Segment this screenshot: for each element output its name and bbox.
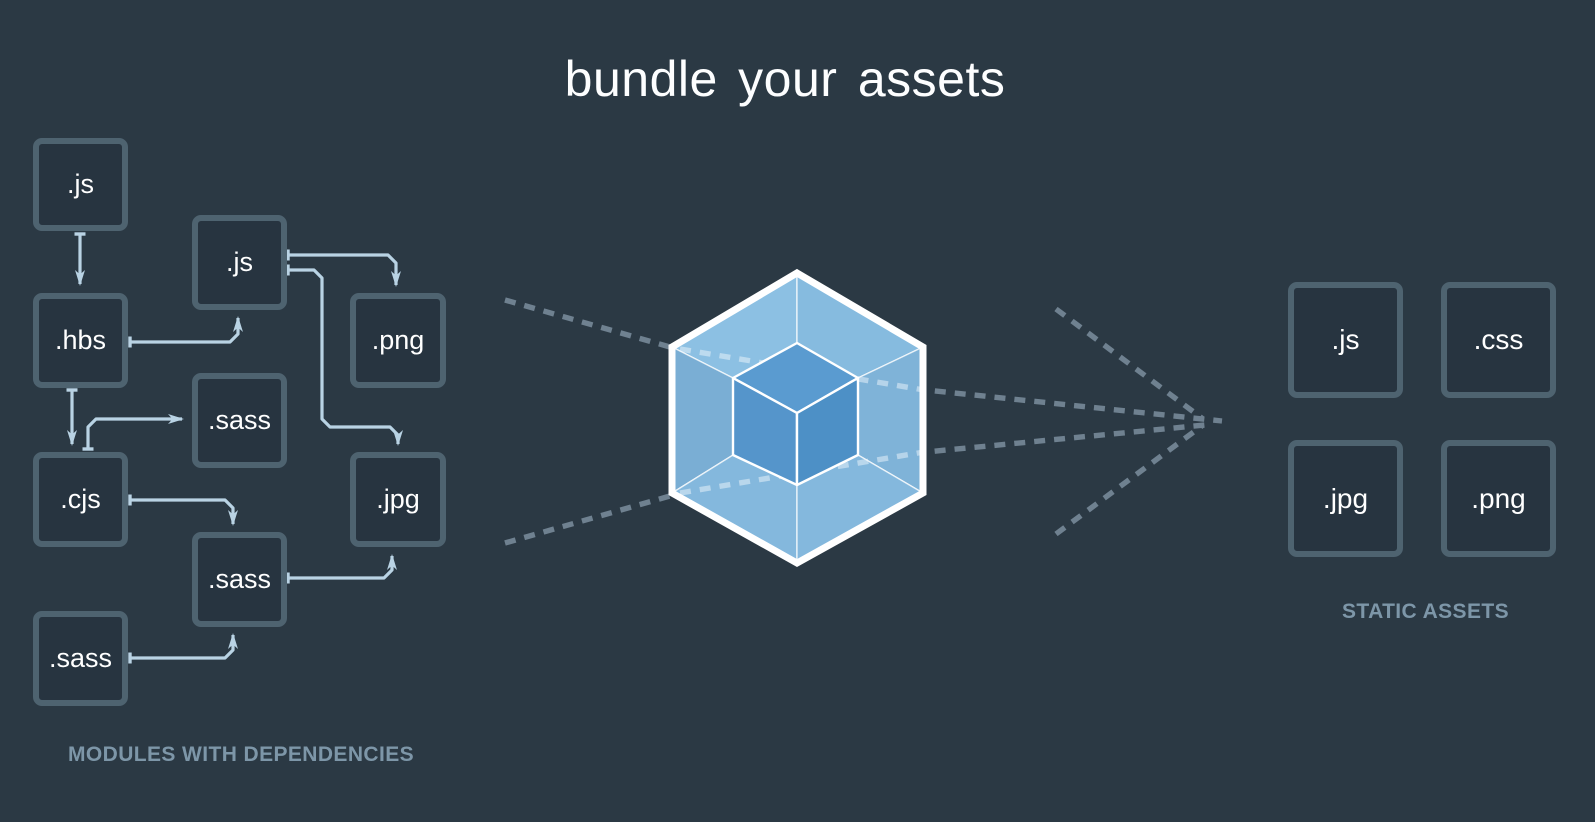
- module-box-png-out: .png: [1441, 440, 1556, 557]
- module-box-label: .sass: [207, 564, 272, 594]
- dependency-edges: [66, 232, 403, 664]
- edge-sass-2-to-jpg-left: [288, 554, 397, 580]
- edge-js-2-to-png-left: [288, 253, 401, 287]
- module-box-js-1: .js: [33, 138, 128, 231]
- module-box-jpg-out: .jpg: [1288, 440, 1403, 557]
- module-box-label: .js: [1331, 324, 1360, 355]
- module-box-sass-3: .sass: [33, 611, 128, 706]
- module-box-label: .jpg: [1322, 482, 1369, 514]
- module-box-label: .jpg: [376, 484, 420, 514]
- module-box-label: .hbs: [54, 325, 107, 355]
- module-box-label: .js: [67, 169, 94, 199]
- module-box-cjs: .cjs: [33, 452, 128, 547]
- module-box-label: .cjs: [60, 484, 101, 514]
- static-assets-caption: STATIC ASSETS: [1342, 600, 1509, 623]
- module-box-sass-2: .sass: [192, 532, 287, 627]
- webpack-logo-icon: [668, 268, 927, 568]
- module-box-hbs: .hbs: [33, 293, 128, 388]
- modules-caption: MODULES WITH DEPENDENCIES: [68, 743, 415, 766]
- module-box-png-left: .png: [350, 293, 446, 388]
- page-title: bundle your assets: [564, 51, 1006, 107]
- module-box-label: .js: [226, 247, 253, 277]
- module-box-label: .css: [1473, 324, 1524, 355]
- module-box-label: .sass: [207, 405, 272, 435]
- module-box-label: .sass: [48, 643, 113, 673]
- module-box-label: .png: [371, 325, 425, 355]
- edge-cjs-to-sass-2: [130, 498, 238, 526]
- module-box-js-out: .js: [1288, 282, 1403, 398]
- module-box-jpg-left: .jpg: [350, 452, 446, 547]
- module-box-label: .png: [1471, 482, 1526, 514]
- edge-js-2-to-jpg-left: [288, 268, 403, 446]
- module-box-js-2: .js: [192, 215, 287, 310]
- edge-hbs-to-js-2: [130, 316, 243, 344]
- module-box-css-out: .css: [1441, 282, 1556, 398]
- edge-cjs-to-sass-1: [86, 414, 184, 449]
- edge-sass-3-to-sass-2: [130, 633, 238, 660]
- module-box-sass-1: .sass: [192, 373, 287, 468]
